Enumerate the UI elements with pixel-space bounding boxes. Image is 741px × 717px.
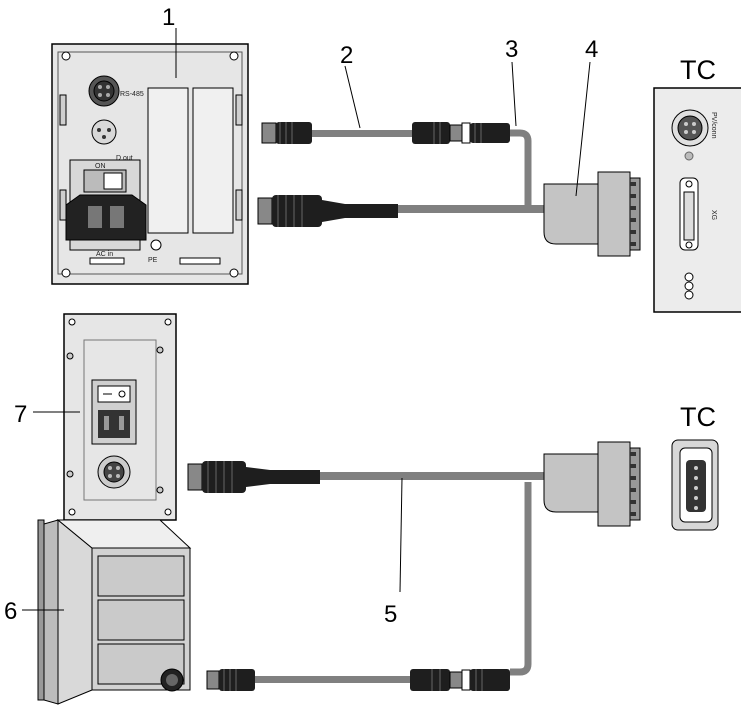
tc-label-top: TC (680, 55, 716, 85)
adapter-4 (543, 171, 641, 257)
callout-2: 2 (340, 42, 353, 69)
callout-6: 6 (4, 598, 17, 625)
device-7-panel (63, 313, 177, 521)
cable-3 (470, 123, 532, 208)
ac-in-mark: AC in (96, 251, 113, 258)
pv-conn-mark: PV/conn (710, 112, 717, 139)
cable-main-top (257, 195, 544, 227)
on-mark: ON (95, 163, 106, 170)
callout-4: 4 (585, 36, 598, 63)
callout-7: 7 (14, 401, 27, 428)
cable-2-connector-right (412, 122, 471, 144)
tc-panel-top: PV/conn XG (653, 87, 741, 313)
rs485-mark: RS-485 (120, 91, 144, 98)
tc-label-bottom: TC (680, 402, 716, 432)
d-out-mark: D out (116, 155, 133, 162)
device-6-box (37, 518, 192, 705)
callout-5: 5 (384, 601, 397, 628)
cable-main-bottom (187, 461, 546, 676)
adapter-bottom (543, 441, 641, 527)
tc-connector-bottom (671, 439, 719, 531)
callout-3: 3 (505, 36, 518, 63)
cable-bottom-short (206, 669, 510, 691)
cable-2-connector-left (261, 122, 312, 144)
device-1-rear-panel: RS-485 D out ON AC in PE (51, 43, 249, 285)
cable-2 (261, 122, 471, 144)
pe-mark: PE (148, 257, 158, 264)
callout-1: 1 (162, 4, 175, 31)
xg-mark: XG (710, 210, 717, 220)
callout-leaders (22, 28, 591, 611)
